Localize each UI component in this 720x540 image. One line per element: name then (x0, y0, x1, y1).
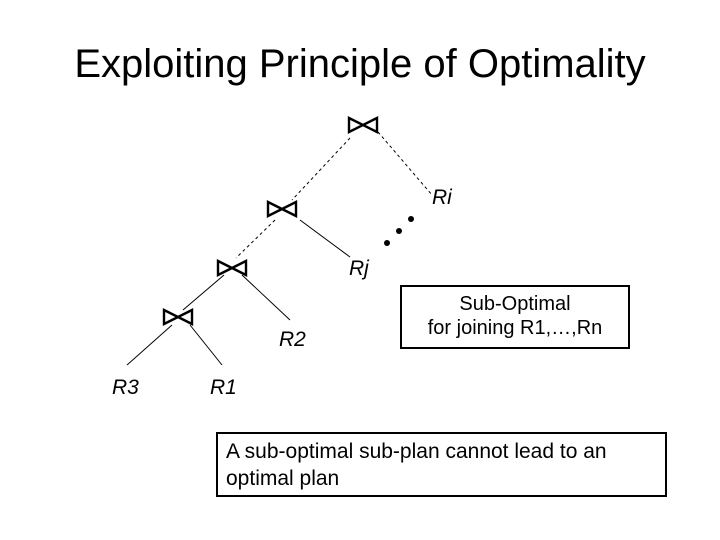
edge-fourth-to-r3 (126, 324, 173, 366)
note-line2: optimal plan (226, 467, 340, 490)
label-r2: R2 (279, 328, 306, 351)
ellipsis-dot (384, 240, 390, 246)
ellipsis-dot (396, 228, 402, 234)
sub-optimal-line1: Sub-Optimal (459, 293, 571, 315)
ellipsis-dot (408, 216, 414, 222)
join-icon (266, 200, 298, 218)
label-r3: R3 (112, 376, 139, 399)
edge-second-to-rj (299, 219, 351, 258)
label-ri: Ri (432, 186, 452, 209)
label-r1: R1 (210, 376, 237, 399)
sub-optimal-callout: Sub-Optimal for joining R1,…,Rn (400, 285, 630, 349)
slide-title: Exploiting Principle of Optimality (74, 42, 646, 86)
edge-third-to-r2 (241, 274, 291, 321)
note-callout: A sub-optimal sub-plan cannot lead to an… (216, 432, 667, 497)
edge-top-to-second (291, 137, 351, 201)
join-icon (347, 116, 379, 134)
edge-second-to-third (235, 219, 276, 259)
edge-fourth-to-r1 (189, 324, 223, 366)
label-rj: Rj (349, 257, 369, 280)
join-icon (162, 308, 194, 326)
edge-top-to-ri (377, 131, 433, 196)
sub-optimal-line2: for joining R1,…,Rn (427, 317, 603, 339)
join-icon (216, 259, 248, 277)
note-line1: A sub-optimal sub-plan cannot lead to an (226, 440, 607, 463)
edge-third-to-fourth (182, 274, 225, 311)
